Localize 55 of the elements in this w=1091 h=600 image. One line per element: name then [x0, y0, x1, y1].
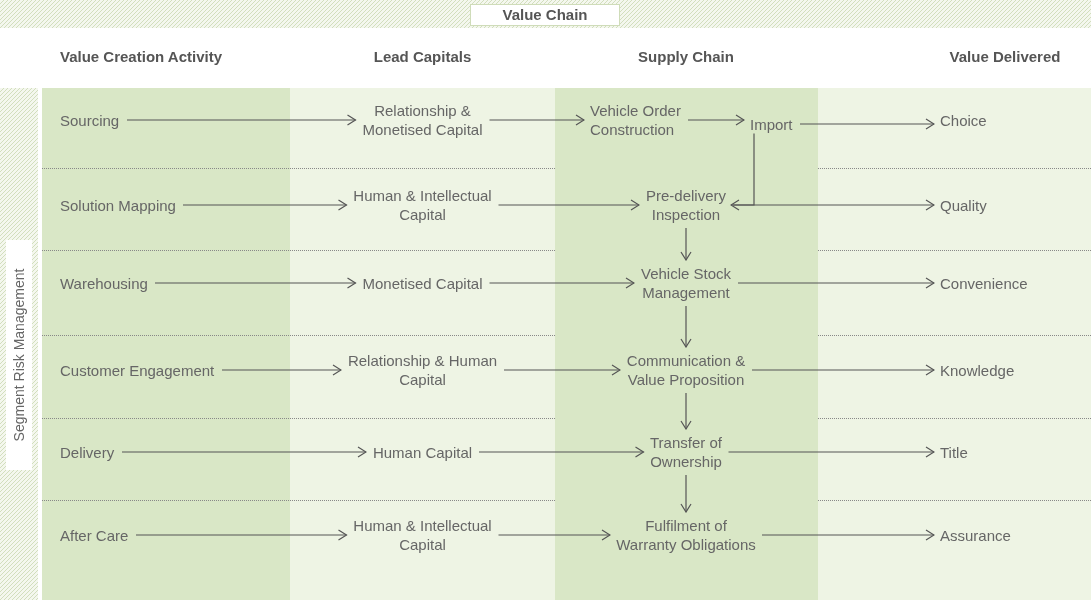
arrow [761, 529, 935, 541]
step-label: Import [750, 114, 794, 134]
column-header: Value Creation Activity [60, 48, 222, 65]
arrow [732, 199, 935, 211]
step-label: Delivery [60, 442, 116, 462]
arrow [488, 114, 585, 126]
arrow [730, 132, 755, 211]
arrow [221, 364, 342, 376]
arrow [687, 114, 745, 126]
step-label: Human & Intellectual Capital [352, 516, 493, 554]
step-label: Convenience [940, 273, 1029, 293]
step-label: Vehicle Order Construction [590, 101, 682, 139]
step-label: After Care [60, 525, 130, 545]
column-header: Value Delivered [948, 48, 1062, 65]
step-label: Pre-delivery Inspection [645, 186, 727, 224]
arrow [154, 277, 357, 289]
step-label: Customer Engagement [60, 360, 216, 380]
step-label: Human Capital [372, 442, 473, 462]
side-label: Segment Risk Management [6, 240, 32, 470]
arrow [182, 199, 348, 211]
step-label: Vehicle Stock Management [640, 264, 732, 302]
step-label: Transfer of Ownership [649, 433, 723, 471]
step-label: Relationship & Human Capital [347, 351, 498, 389]
arrow [503, 364, 621, 376]
step-label: Title [940, 442, 969, 462]
step-label: Choice [940, 110, 988, 130]
step-label: Monetised Capital [361, 273, 484, 293]
title-label: Value Chain [470, 4, 620, 26]
column-header: Lead Capitals [372, 48, 473, 65]
arrow [478, 446, 645, 458]
step-label: Sourcing [60, 110, 121, 130]
arrow [497, 199, 640, 211]
arrow [121, 446, 367, 458]
step-label: Human & Intellectual Capital [352, 186, 493, 224]
step-label: Quality [940, 195, 988, 215]
arrow [751, 364, 935, 376]
arrow [727, 446, 935, 458]
arrow [799, 118, 935, 130]
arrow [135, 529, 348, 541]
step-label: Communication & Value Proposition [626, 351, 746, 389]
arrow [680, 227, 692, 261]
arrow [126, 114, 357, 126]
arrow [737, 277, 935, 289]
step-label: Knowledge [940, 360, 1016, 380]
step-label: Relationship & Monetised Capital [361, 101, 484, 139]
step-label: Solution Mapping [60, 195, 177, 215]
step-label: Assurance [940, 525, 1012, 545]
step-label: Fulfilment of Warranty Obligations [616, 516, 756, 554]
arrow [680, 474, 692, 513]
arrow [680, 392, 692, 430]
step-label: Warehousing [60, 273, 149, 293]
arrow [497, 529, 611, 541]
column-header: Supply Chain [637, 48, 735, 65]
arrow [488, 277, 635, 289]
arrow [680, 305, 692, 348]
